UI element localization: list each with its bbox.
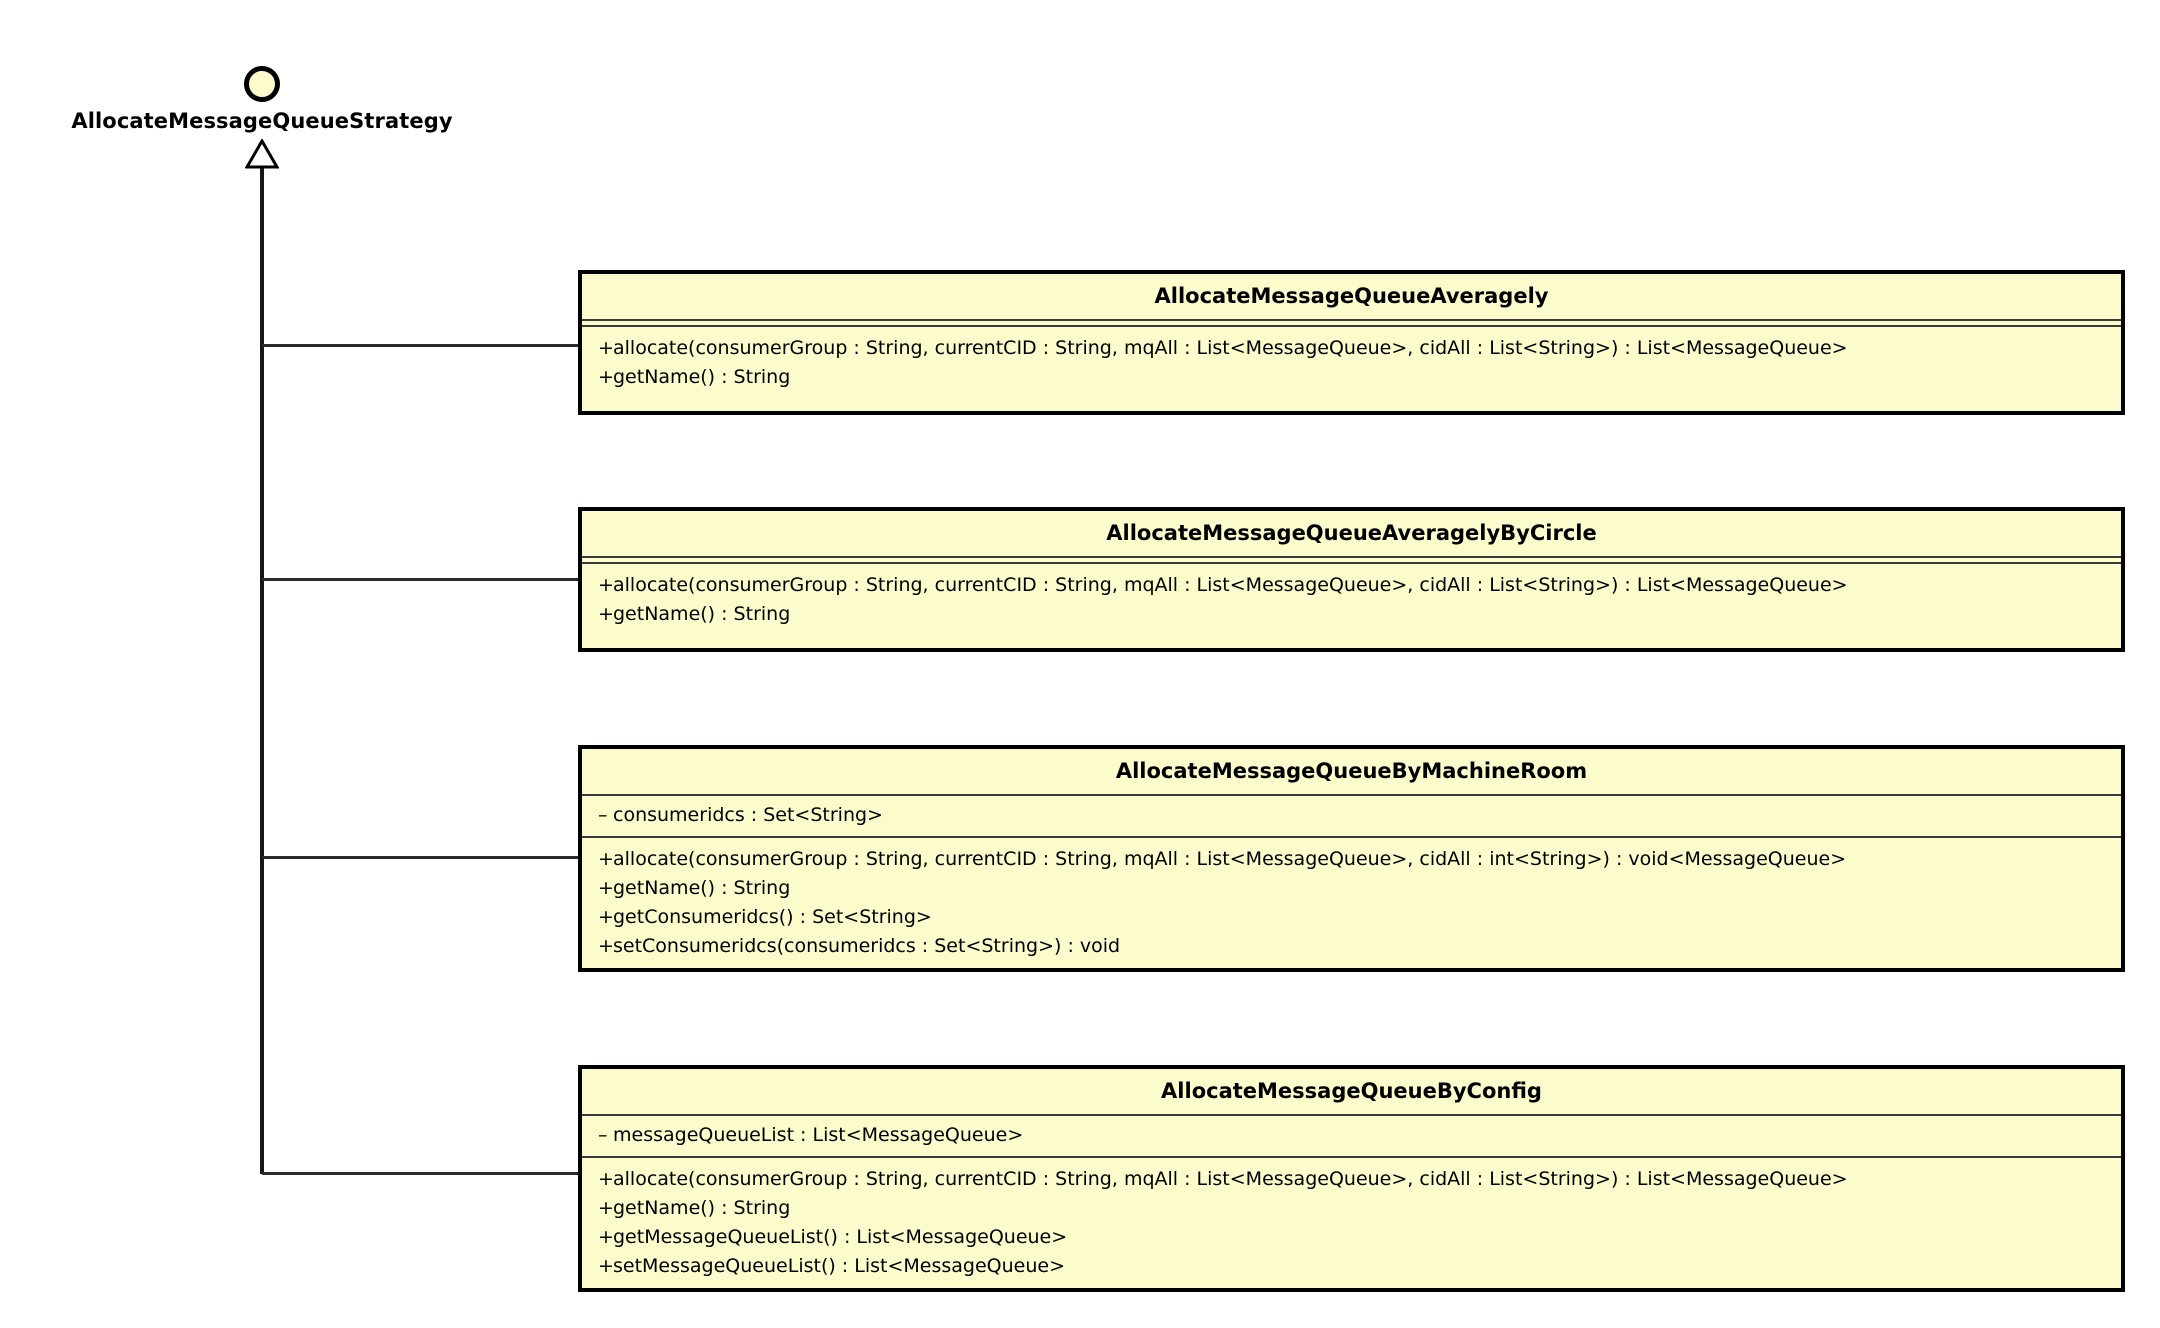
generalization-branch-3	[262, 856, 580, 859]
method-row: +allocate(consumerGroup : String, curren…	[582, 334, 2121, 363]
method-row: +getName() : String	[582, 1194, 2121, 1223]
class-title: AllocateMessageQueueByConfig	[1161, 1079, 1542, 1103]
methods-compartment: +allocate(consumerGroup : String, curren…	[582, 1158, 2121, 1291]
method-signature: allocate(consumerGroup : String, current…	[613, 848, 1847, 870]
method-signature: getName() : String	[613, 1197, 791, 1219]
methods-compartment: +allocate(consumerGroup : String, curren…	[582, 327, 2121, 402]
generalization-branch-1	[262, 344, 580, 347]
compartment-separator	[582, 794, 2121, 796]
method-row: +getName() : String	[582, 874, 2121, 903]
method-row: +setConsumeridcs(consumeridcs : Set<Stri…	[582, 932, 2121, 961]
method-signature: getName() : String	[613, 603, 791, 625]
visibility-marker: +	[598, 877, 614, 899]
class-box-allocate-message-queue-averagely[interactable]: AllocateMessageQueueAveragely +allocate(…	[578, 270, 2125, 415]
class-box-allocate-message-queue-averagely-by-circle[interactable]: AllocateMessageQueueAveragelyByCircle +a…	[578, 507, 2125, 652]
visibility-marker: +	[598, 603, 614, 625]
visibility-marker: +	[598, 935, 614, 957]
visibility-marker: +	[598, 1197, 614, 1219]
method-signature: getConsumeridcs() : Set<String>	[613, 906, 932, 928]
visibility-marker: +	[598, 1168, 614, 1190]
class-box-allocate-message-queue-by-config[interactable]: AllocateMessageQueueByConfig –messageQue…	[578, 1065, 2125, 1292]
compartment-separator	[582, 319, 2121, 321]
method-signature: setMessageQueueList() : List<MessageQueu…	[613, 1255, 1065, 1277]
class-box-allocate-message-queue-by-machine-room[interactable]: AllocateMessageQueueByMachineRoom –consu…	[578, 745, 2125, 972]
interface-circle-icon	[244, 66, 280, 102]
compartment-separator	[582, 325, 2121, 327]
method-signature: getName() : String	[613, 877, 791, 899]
attributes-compartment: –messageQueueList : List<MessageQueue>	[582, 1116, 2121, 1156]
method-row: +getName() : String	[582, 600, 2121, 629]
attribute-signature: messageQueueList : List<MessageQueue>	[613, 1124, 1024, 1146]
attribute-signature: consumeridcs : Set<String>	[613, 804, 883, 826]
method-row: +getName() : String	[582, 363, 2121, 392]
visibility-marker: +	[598, 366, 614, 388]
compartment-separator	[582, 1114, 2121, 1116]
method-signature: allocate(consumerGroup : String, current…	[613, 1168, 1848, 1190]
method-signature: allocate(consumerGroup : String, current…	[613, 574, 1848, 596]
attributes-compartment: –consumeridcs : Set<String>	[582, 796, 2121, 836]
interface-label: AllocateMessageQueueStrategy	[71, 109, 453, 133]
method-signature: getMessageQueueList() : List<MessageQueu…	[613, 1226, 1068, 1248]
compartment-separator	[582, 1156, 2121, 1158]
interface-node: AllocateMessageQueueStrategy	[0, 0, 2160, 180]
methods-compartment: +allocate(consumerGroup : String, curren…	[582, 838, 2121, 971]
method-signature: getName() : String	[613, 366, 791, 388]
generalization-branch-2	[262, 578, 580, 581]
compartment-separator	[582, 836, 2121, 838]
class-title: AllocateMessageQueueByMachineRoom	[1115, 759, 1588, 783]
visibility-marker: +	[598, 1255, 614, 1277]
generalization-trunk-line	[260, 166, 264, 1174]
visibility-marker: –	[598, 1124, 608, 1146]
method-row: +getConsumeridcs() : Set<String>	[582, 903, 2121, 932]
visibility-marker: +	[598, 1226, 614, 1248]
class-title: AllocateMessageQueueAveragelyByCircle	[1106, 521, 1597, 545]
visibility-marker: +	[598, 574, 614, 596]
method-signature: setConsumeridcs(consumeridcs : Set<Strin…	[613, 935, 1121, 957]
generalization-triangle-icon	[245, 139, 279, 169]
methods-compartment: +allocate(consumerGroup : String, curren…	[582, 564, 2121, 639]
class-title: AllocateMessageQueueAveragely	[1154, 284, 1549, 308]
method-row: +getMessageQueueList() : List<MessageQue…	[582, 1223, 2121, 1252]
visibility-marker: +	[598, 906, 614, 928]
visibility-marker: +	[598, 337, 614, 359]
generalization-branch-4	[262, 1172, 580, 1175]
method-row: +allocate(consumerGroup : String, curren…	[582, 845, 2121, 874]
attribute-row: –consumeridcs : Set<String>	[582, 801, 2121, 830]
attribute-row: –messageQueueList : List<MessageQueue>	[582, 1121, 2121, 1150]
compartment-separator	[582, 556, 2121, 558]
method-row: +allocate(consumerGroup : String, curren…	[582, 1165, 2121, 1194]
visibility-marker: +	[598, 848, 614, 870]
visibility-marker: –	[598, 804, 608, 826]
method-row: +allocate(consumerGroup : String, curren…	[582, 571, 2121, 600]
method-signature: allocate(consumerGroup : String, current…	[613, 337, 1848, 359]
compartment-separator	[582, 562, 2121, 564]
method-row: +setMessageQueueList() : List<MessageQue…	[582, 1252, 2121, 1281]
